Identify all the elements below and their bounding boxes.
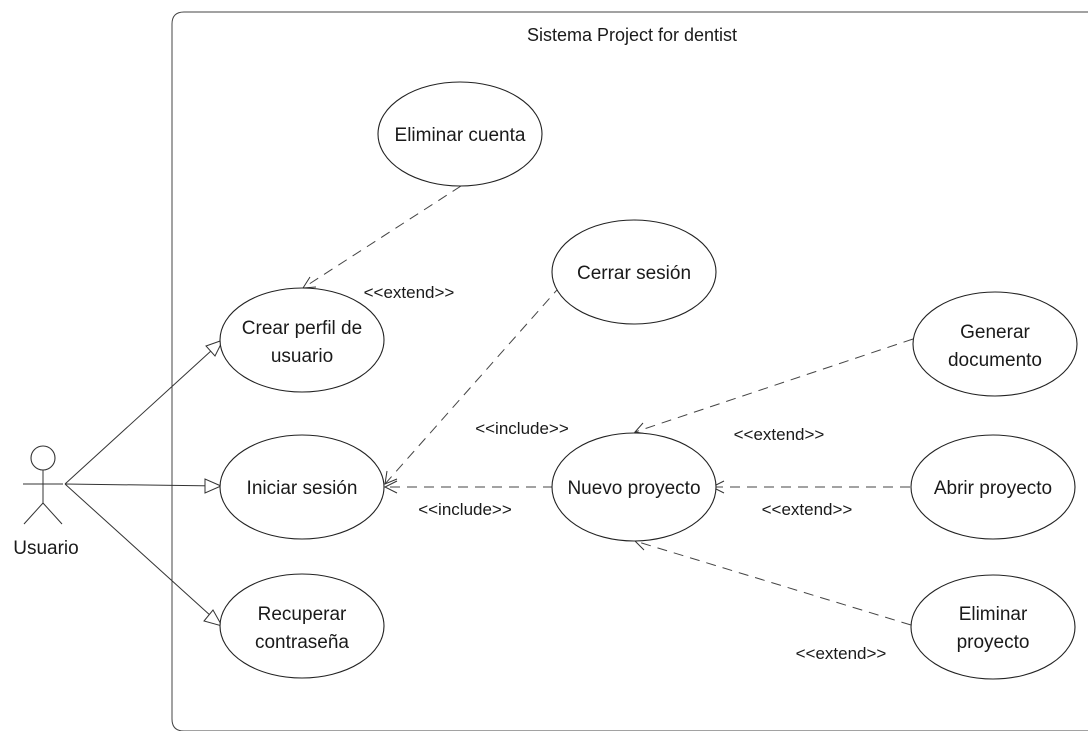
relationship-labels: <<extend>> <<include>> <<include>> <<ext… (364, 283, 887, 663)
extend-line-eliminar-cuenta (302, 185, 462, 289)
use-case-iniciar-sesion[interactable]: Iniciar sesión (219, 434, 385, 540)
use-case-nuevo-proyecto-ellipse (551, 432, 717, 542)
use-case-iniciar-sesion-ellipse (219, 434, 385, 540)
actor-left-leg (23, 502, 44, 525)
actor-head (30, 445, 56, 471)
use-case-generar-documento-ellipse (912, 291, 1078, 397)
use-case-crear-perfil-label-line-1: Crear perfil de (242, 318, 362, 339)
use-case-eliminar-proyecto-label-line-2: proyecto (957, 632, 1030, 653)
use-case-recuperar-contrasena-label-line-2: contraseña (255, 632, 349, 653)
extend-line-generar-documento (634, 338, 914, 433)
use-case-crear-perfil-ellipse (219, 287, 385, 393)
association-line-iniciar-sesion (64, 483, 221, 487)
use-case-nuevo-proyecto-label: Nuevo proyecto (567, 478, 700, 499)
use-case-iniciar-sesion-label: Iniciar sesión (247, 478, 358, 499)
include-head-nuevo-proyecto (383, 480, 398, 494)
association-head-crear-perfil (205, 339, 225, 357)
use-case-nuevo-proyecto[interactable]: Nuevo proyecto (551, 432, 717, 542)
label-extend-generar-documento: <<extend>> (734, 425, 825, 444)
include-head-cerrar-sesion (384, 470, 398, 485)
use-case-eliminar-proyecto[interactable]: Eliminar proyecto (910, 574, 1076, 680)
use-case-abrir-proyecto-ellipse (910, 434, 1076, 540)
system-boundary-box (171, 11, 1088, 731)
use-case-eliminar-cuenta-label: Eliminar cuenta (395, 125, 526, 146)
use-case-abrir-proyecto-label: Abrir proyecto (934, 478, 1052, 499)
use-case-crear-perfil[interactable]: Crear perfil de usuario (219, 287, 385, 393)
association-line-recuperar (64, 483, 223, 627)
system-title: Sistema Project for dentist (527, 25, 737, 45)
label-extend-eliminar-cuenta: <<extend>> (364, 283, 455, 302)
use-case-cerrar-sesion-ellipse (551, 219, 717, 325)
label-include-cerrar-sesion: <<include>> (475, 419, 569, 438)
use-case-generar-documento-label-line-1: Generar (960, 322, 1030, 343)
association-head-iniciar-sesion (204, 478, 223, 494)
extend-head-eliminar-cuenta (302, 276, 317, 289)
extend-line-eliminar-proyecto (634, 540, 912, 626)
use-case-eliminar-proyecto-ellipse (910, 574, 1076, 680)
system-boundary: Sistema Project for dentist (171, 11, 1088, 731)
association-head-recuperar (203, 609, 224, 627)
use-case-recuperar-contrasena-label-line-1: Recuperar (258, 604, 347, 625)
use-case-recuperar-contrasena[interactable]: Recuperar contraseña (219, 573, 385, 679)
use-case-crear-perfil-label-line-2: usuario (271, 346, 333, 367)
label-include-nuevo-proyecto: <<include>> (418, 500, 512, 519)
actor-name: Usuario (13, 538, 78, 559)
association-line-crear-perfil (64, 339, 224, 485)
extend-head-generar-documento (634, 422, 648, 435)
use-case-cerrar-sesion-label: Cerrar sesión (577, 263, 691, 284)
use-case-cerrar-sesion[interactable]: Cerrar sesión (551, 219, 717, 325)
use-case-recuperar-contrasena-ellipse (219, 573, 385, 679)
label-extend-eliminar-proyecto: <<extend>> (796, 644, 887, 663)
associations (64, 339, 225, 627)
actor-right-leg (42, 502, 63, 525)
use-case-eliminar-proyecto-label-line-1: Eliminar (959, 604, 1028, 625)
actor-usuario[interactable]: Usuario (13, 445, 79, 559)
label-extend-abrir-proyecto: <<extend>> (762, 500, 853, 519)
use-case-generar-documento[interactable]: Generar documento (912, 291, 1078, 397)
use-case-eliminar-cuenta[interactable]: Eliminar cuenta (377, 81, 543, 187)
include-line-cerrar-sesion (384, 272, 573, 485)
use-case-abrir-proyecto[interactable]: Abrir proyecto (910, 434, 1076, 540)
use-case-generar-documento-label-line-2: documento (948, 350, 1042, 371)
use-case-eliminar-cuenta-ellipse (377, 81, 543, 187)
dependencies (302, 185, 914, 626)
